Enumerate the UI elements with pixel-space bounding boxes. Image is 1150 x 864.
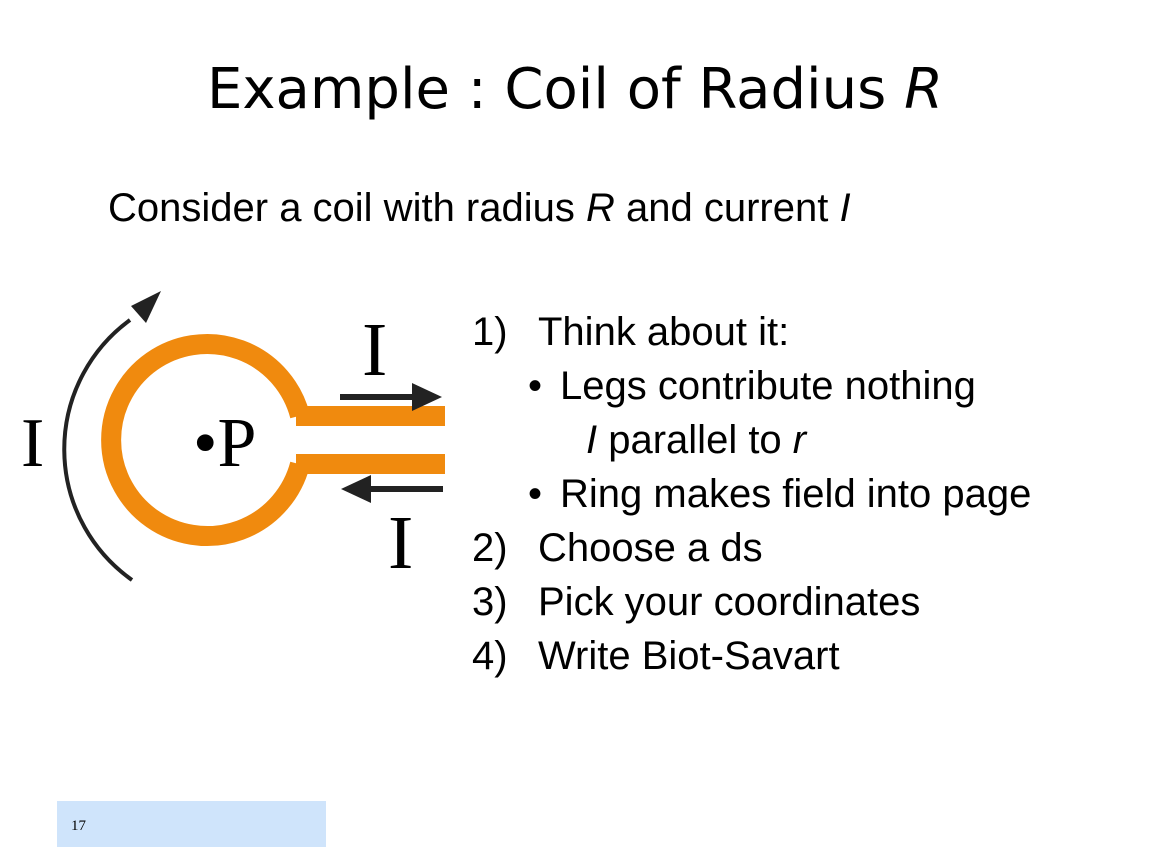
step-1-bullet-ring: •Ring makes field into page — [527, 472, 1032, 516]
circulation-arrowhead — [131, 291, 161, 323]
step-1-bullet-legs: •Legs contribute nothing — [527, 364, 976, 408]
coil-ring — [101, 334, 310, 546]
coil-svg: I I I •P — [21, 291, 445, 585]
step-1: 1)Think about it: — [472, 310, 790, 354]
step-3: 3)Pick your coordinates — [472, 580, 921, 624]
point-p-label: •P — [193, 405, 256, 482]
title-variable-r: R — [904, 57, 943, 122]
current-arrowhead-left — [341, 475, 371, 503]
current-label-left: I — [21, 405, 44, 482]
current-label-top: I — [362, 308, 387, 392]
circulation-arrow — [62, 318, 134, 582]
step-2: 2)Choose a ds — [472, 526, 763, 570]
step-1-note: I parallel to r — [586, 418, 807, 462]
slide-title: Example : Coil of Radius R — [207, 57, 943, 122]
current-arrowhead-right — [412, 383, 442, 411]
steps-list: 1)Think about it: •Legs contribute nothi… — [472, 305, 1031, 683]
step-4: 4)Write Biot-Savart — [472, 634, 840, 678]
slide-number: 17 — [57, 801, 326, 847]
slide-subtitle: Consider a coil with radius R and curren… — [108, 186, 851, 230]
coil-diagram: I I I •P — [0, 280, 470, 610]
current-label-bottom: I — [388, 501, 413, 585]
